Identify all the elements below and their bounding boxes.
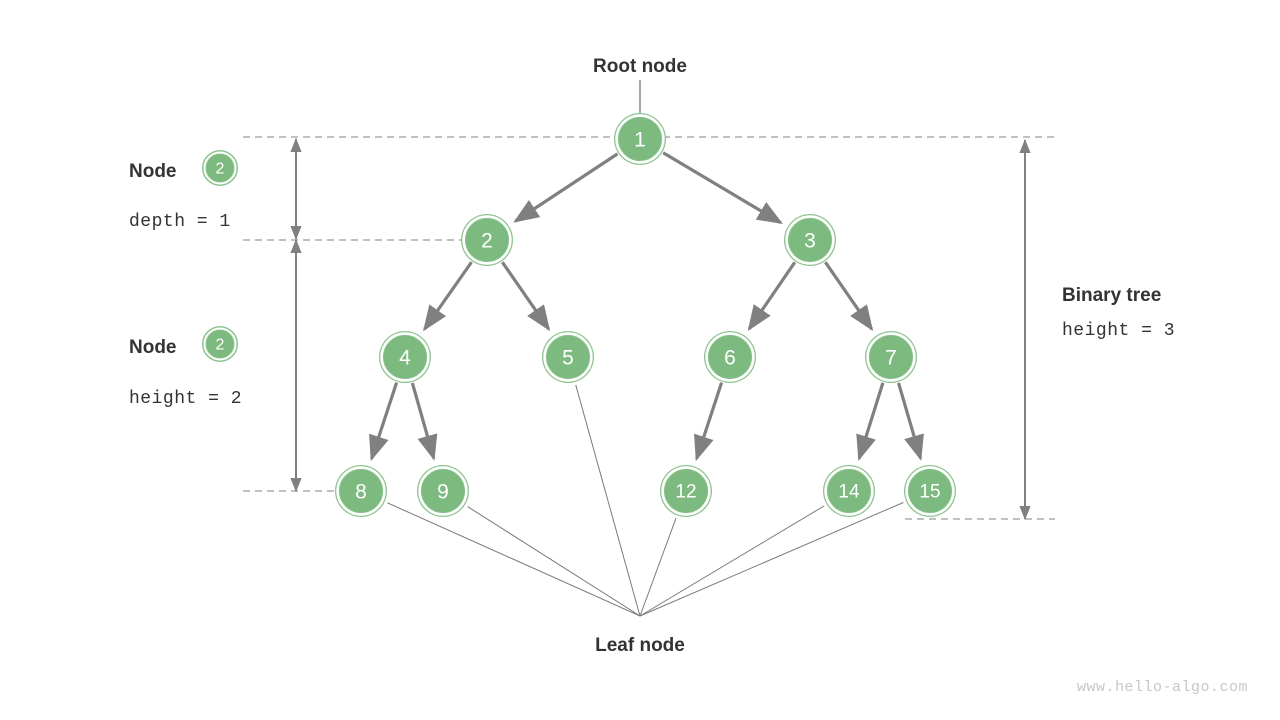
tree-node-12[interactable]: 12 — [660, 465, 712, 517]
annotation-binary-tree: Binary tree height = 3 — [1062, 285, 1175, 341]
edge-n4-to-n8 — [369, 382, 399, 462]
node-value: 4 — [399, 347, 411, 370]
annotation-node-height: Node 2 height = 2 — [129, 326, 242, 409]
leaf-node-label: Leaf node — [595, 635, 685, 656]
annotation-node-depth: Node 2 depth = 1 — [129, 150, 238, 232]
leaf-pointer-line-n5 — [575, 384, 641, 617]
node-value: 3 — [804, 230, 816, 253]
node-inner-ring — [661, 466, 711, 516]
tree-node-7[interactable]: 7 — [865, 331, 917, 383]
node-inner-ring — [866, 332, 916, 382]
node-inner-ring — [543, 332, 593, 382]
edge-n7-to-n14 — [856, 382, 885, 461]
watermark: www.hello-algo.com — [1077, 679, 1248, 696]
tree-node-6[interactable]: 6 — [704, 331, 756, 383]
node-value: 5 — [562, 347, 574, 370]
annotation-tree-detail: height = 3 — [1062, 321, 1175, 341]
node-inner-ring — [905, 466, 955, 516]
node-inner-ring — [336, 466, 386, 516]
node-value: 1 — [634, 129, 646, 152]
annotation-depth-badge-inner-ring — [203, 151, 237, 185]
node-fill — [465, 218, 509, 262]
leaf-pointer-line-n14 — [639, 505, 825, 617]
annotation-height-title: Node — [129, 337, 177, 358]
node-fill — [421, 469, 465, 513]
node-fill — [908, 469, 952, 513]
node-fill — [383, 335, 427, 379]
guide-lines-group — [243, 136, 1055, 520]
annotation-depth-badge-fill — [206, 154, 234, 182]
node-inner-ring — [462, 215, 512, 265]
node-inner-ring — [824, 466, 874, 516]
root-node-label: Root node — [593, 56, 687, 77]
tree-node-14[interactable]: 14 — [823, 465, 875, 517]
node-fill — [827, 469, 871, 513]
annotation-tree-title: Binary tree — [1062, 285, 1161, 306]
edge-n3-to-n7 — [824, 261, 874, 332]
edge-n1-to-n2 — [513, 152, 619, 223]
node-value: 9 — [437, 481, 449, 504]
node-value: 14 — [838, 482, 860, 503]
edge-n6-to-n12 — [694, 382, 724, 462]
node-inner-ring — [615, 114, 665, 164]
node-inner-ring — [785, 215, 835, 265]
node-value: 6 — [724, 347, 736, 370]
leaf-pointer-line-n9 — [467, 506, 641, 617]
edge-n3-to-n6 — [747, 261, 797, 332]
node-fill — [664, 469, 708, 513]
annotation-height-badge-value: 2 — [216, 337, 225, 354]
leaf-pointer-line-n15 — [639, 502, 904, 617]
tree-node-4[interactable]: 4 — [379, 331, 431, 383]
node-fill — [788, 218, 832, 262]
annotation-depth-badge-value: 2 — [216, 161, 225, 178]
node-fill — [618, 117, 662, 161]
leaf-pointer-line-n8 — [387, 502, 641, 617]
node-value: 2 — [481, 230, 493, 253]
leaf-pointer-line-n12 — [639, 518, 677, 617]
node-value: 8 — [355, 481, 367, 504]
edge-n7-to-n15 — [897, 382, 924, 461]
measure-arrows-group — [290, 138, 1031, 520]
edge-n4-to-n9 — [410, 382, 438, 461]
edge-n1-to-n3 — [662, 151, 783, 225]
node-value: 12 — [675, 482, 696, 503]
node-fill — [708, 335, 752, 379]
tree-node-3[interactable]: 3 — [784, 214, 836, 266]
leaf-pointer-lines-group — [387, 384, 904, 617]
annotation-depth-title: Node — [129, 161, 177, 182]
tree-node-15[interactable]: 15 — [904, 465, 956, 517]
node-inner-ring — [418, 466, 468, 516]
node-fill — [546, 335, 590, 379]
tree-edges-group — [369, 151, 924, 462]
tree-node-1[interactable]: 1 — [614, 113, 666, 165]
node-fill — [869, 335, 913, 379]
tree-node-2[interactable]: 2 — [461, 214, 513, 266]
annotation-depth-detail: depth = 1 — [129, 212, 231, 232]
node-inner-ring — [380, 332, 430, 382]
annotation-height-detail: height = 2 — [129, 389, 242, 409]
node-value: 7 — [885, 347, 897, 370]
edge-n2-to-n5 — [501, 261, 551, 332]
tree-node-8[interactable]: 8 — [335, 465, 387, 517]
tree-node-5[interactable]: 5 — [542, 331, 594, 383]
tree-node-9[interactable]: 9 — [417, 465, 469, 517]
node-fill — [339, 469, 383, 513]
node-value: 15 — [919, 482, 940, 503]
edge-n2-to-n4 — [423, 261, 473, 332]
annotation-height-badge-fill — [206, 330, 234, 358]
annotation-height-badge-inner-ring — [203, 327, 237, 361]
node-inner-ring — [705, 332, 755, 382]
